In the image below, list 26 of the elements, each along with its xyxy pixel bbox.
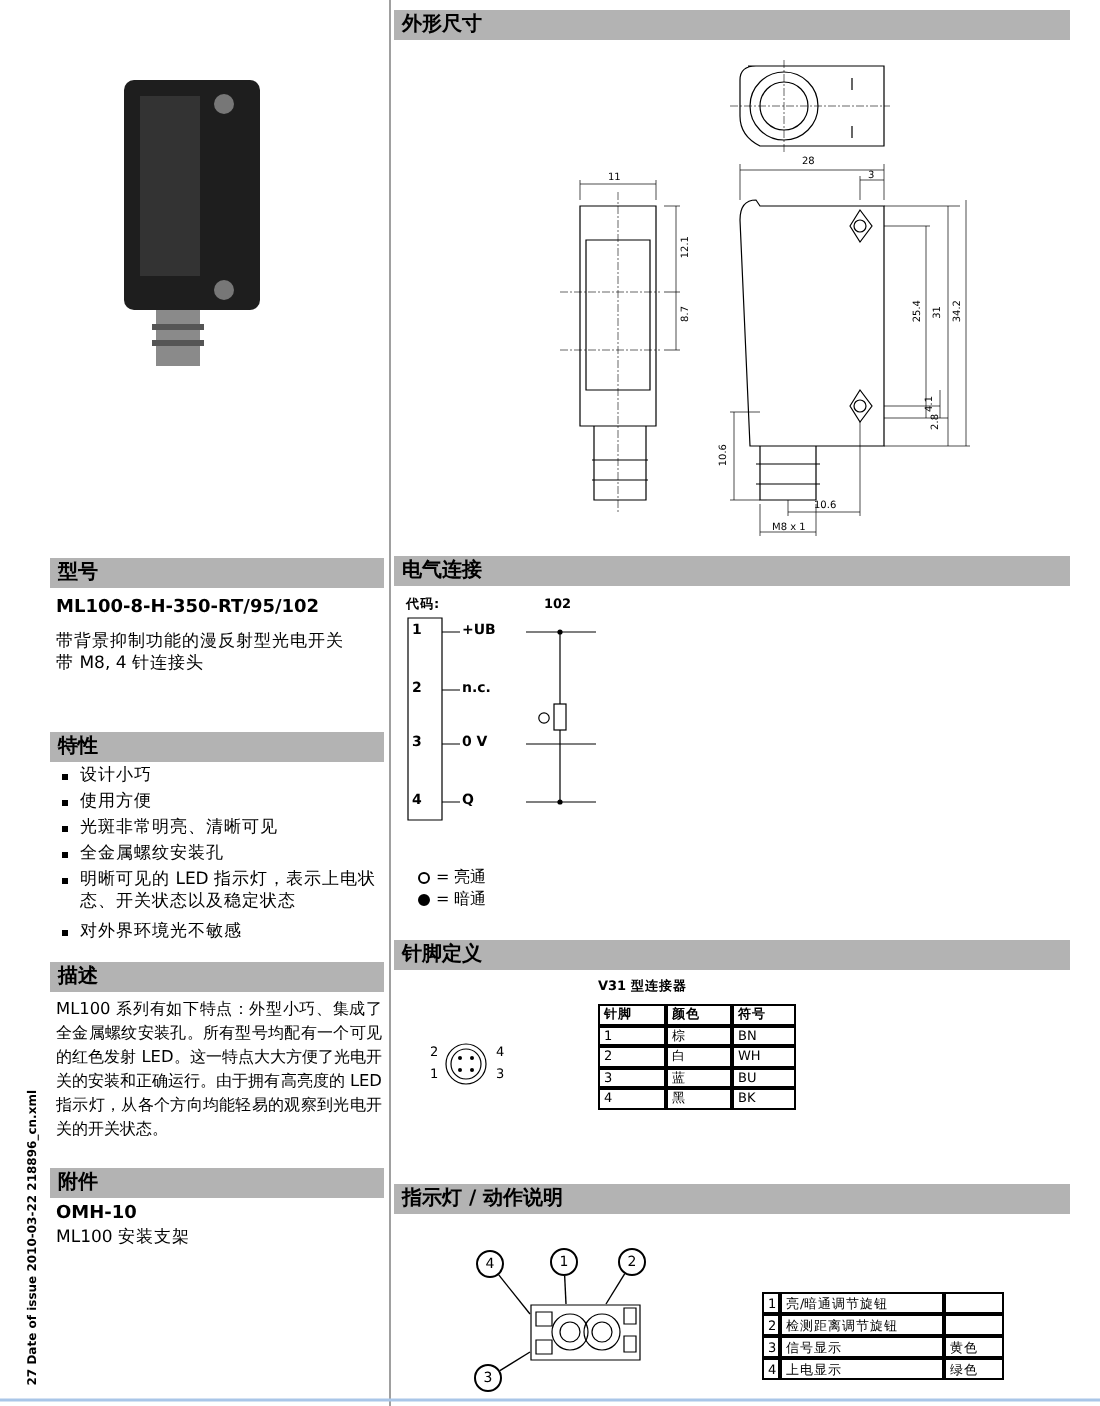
- leader-line: [498, 1274, 531, 1315]
- section-header: 指示灯 / 动作说明: [394, 1184, 1070, 1214]
- section-header: 外形尺寸: [394, 10, 1070, 40]
- section-header: 附件: [50, 1168, 384, 1198]
- feature-item: 使用方便: [80, 792, 154, 815]
- feature-item: 设计小巧: [80, 766, 154, 789]
- model-number: ML100-8-H-350-RT/95/102: [56, 596, 322, 621]
- feature-item: 对外界环境光不敏感: [80, 922, 244, 945]
- section-header: 针脚定义: [394, 940, 1070, 970]
- section-header: 型号: [50, 558, 384, 588]
- legend-text: = 暗通: [436, 888, 487, 910]
- section-header: 电气连接: [394, 556, 1070, 586]
- feature-item: 光斑非常明亮、清晰可见: [80, 818, 280, 841]
- indicator-drawing: [530, 1304, 642, 1362]
- feature-item: 全金属螺纹安装孔: [80, 844, 226, 867]
- feature-item: 明晰可见的 LED 指示灯，表示上电状态、开关状态以及稳定状态: [80, 870, 379, 916]
- accessory-name: OMH-10: [56, 1202, 139, 1227]
- legend-text: = 亮通: [436, 866, 487, 888]
- description-text: ML100 系列有如下特点：外型小巧、集成了全金属螺纹安装孔。所有型号均配有一个可见的红色发射 LED。这一特点大大方便了光电开关的安装和正确运行。由于拥有高亮度的 LED 指示灯，从各个方向均能轻易的观察到光电开关的开关状态。: [56, 996, 382, 1140]
- leader-line: [563, 1275, 567, 1305]
- accessory-text: ML100 安装支架: [56, 1228, 192, 1251]
- section-header: 描述: [50, 962, 384, 992]
- product-description: 带背景抑制功能的漫反射型光电开关带 M8, 4 针连接头: [56, 632, 346, 678]
- leader-line: [605, 1273, 626, 1305]
- leader-line: [499, 1351, 531, 1372]
- section-header: 特性: [50, 732, 384, 762]
